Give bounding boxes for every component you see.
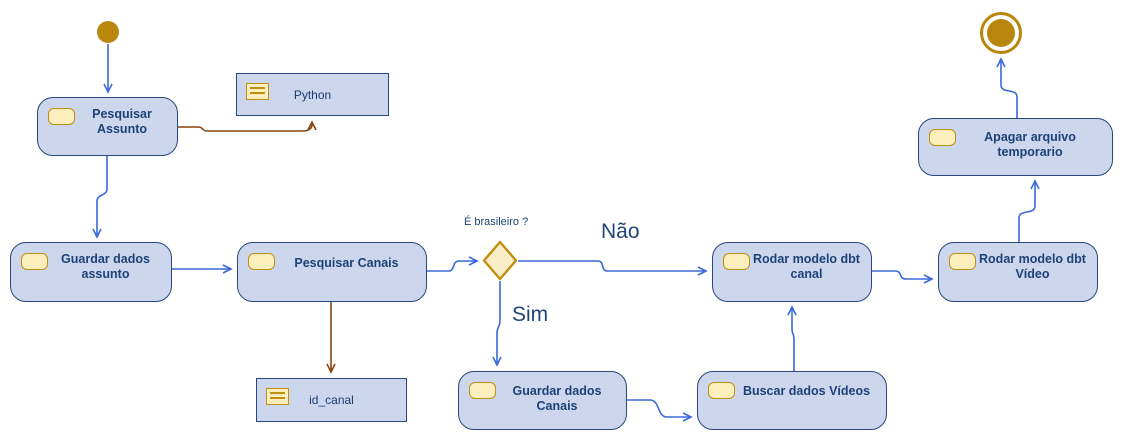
decision-question-label: É brasileiro ? [464, 216, 529, 228]
activity-label: Apagar arquivo temporario [984, 130, 1076, 159]
activity-pesquisar-canais[interactable]: Pesquisar Canais [237, 242, 427, 302]
edge-decision-sim-to-guardar-canais [492, 281, 502, 367]
edge-pesquisar-assunto-to-guardar-assunto [92, 156, 108, 239]
activity-label: Pesquisar Assunto [92, 107, 152, 136]
edge-decision-nao-to-rodar-dbt-canal [518, 260, 708, 276]
object-note-icon [266, 388, 289, 405]
object-note-icon [246, 83, 269, 100]
edge-buscar-videos-to-rodar-dbt-canal [787, 305, 797, 371]
activity-label: Guardar dados Canais [512, 384, 602, 413]
action-icon [723, 253, 750, 270]
decision-diamond[interactable] [482, 240, 518, 281]
final-node-core [987, 19, 1015, 47]
edge-pesquisar-canais-to-decision [427, 256, 479, 272]
action-icon [469, 382, 496, 399]
action-icon [21, 253, 48, 270]
activity-pesquisar-assunto[interactable]: Pesquisar Assunto [37, 97, 178, 156]
activity-label: Rodar modelo dbt canal [753, 252, 860, 281]
edge-pesquisar-assunto-to-python [178, 120, 317, 132]
activity-rodar-modelo-dbt-canal[interactable]: Rodar modelo dbt canal [712, 242, 872, 302]
action-icon [708, 382, 735, 399]
action-icon [929, 129, 956, 146]
activity-label: Buscar dados Vídeos [742, 384, 871, 398]
object-node-id-canal[interactable]: id_canal [256, 378, 407, 422]
activity-label: Rodar modelo dbt Vídeo [979, 252, 1086, 281]
edge-apagar-to-end [996, 57, 1018, 118]
activity-label: Pesquisar Canais [294, 256, 399, 270]
branch-sim-label: Sim [512, 303, 549, 326]
branch-nao-label: Não [601, 220, 640, 243]
edge-guardar-canais-to-buscar-videos [627, 399, 693, 422]
activity-buscar-dados-videos[interactable]: Buscar dados Vídeos [697, 371, 887, 430]
action-icon [48, 108, 75, 125]
activity-rodar-modelo-dbt-video[interactable]: Rodar modelo dbt Vídeo [938, 242, 1098, 302]
object-label: Python [293, 87, 332, 102]
activity-label: Guardar dados assunto [61, 252, 150, 281]
action-icon [248, 253, 275, 270]
edge-rodar-dbt-video-to-apagar [1018, 179, 1040, 242]
activity-apagar-arquivo-temporario[interactable]: Apagar arquivo temporario [918, 118, 1113, 176]
edge-rodar-dbt-canal-to-rodar-dbt-video [872, 270, 934, 284]
object-label: id_canal [309, 393, 354, 407]
action-icon [949, 253, 976, 270]
object-node-python[interactable]: Python [236, 73, 389, 116]
final-node[interactable] [980, 12, 1022, 54]
activity-guardar-dados-canais[interactable]: Guardar dados Canais [458, 371, 627, 430]
activity-guardar-dados-assunto[interactable]: Guardar dados assunto [10, 242, 172, 302]
initial-node[interactable] [97, 21, 119, 43]
